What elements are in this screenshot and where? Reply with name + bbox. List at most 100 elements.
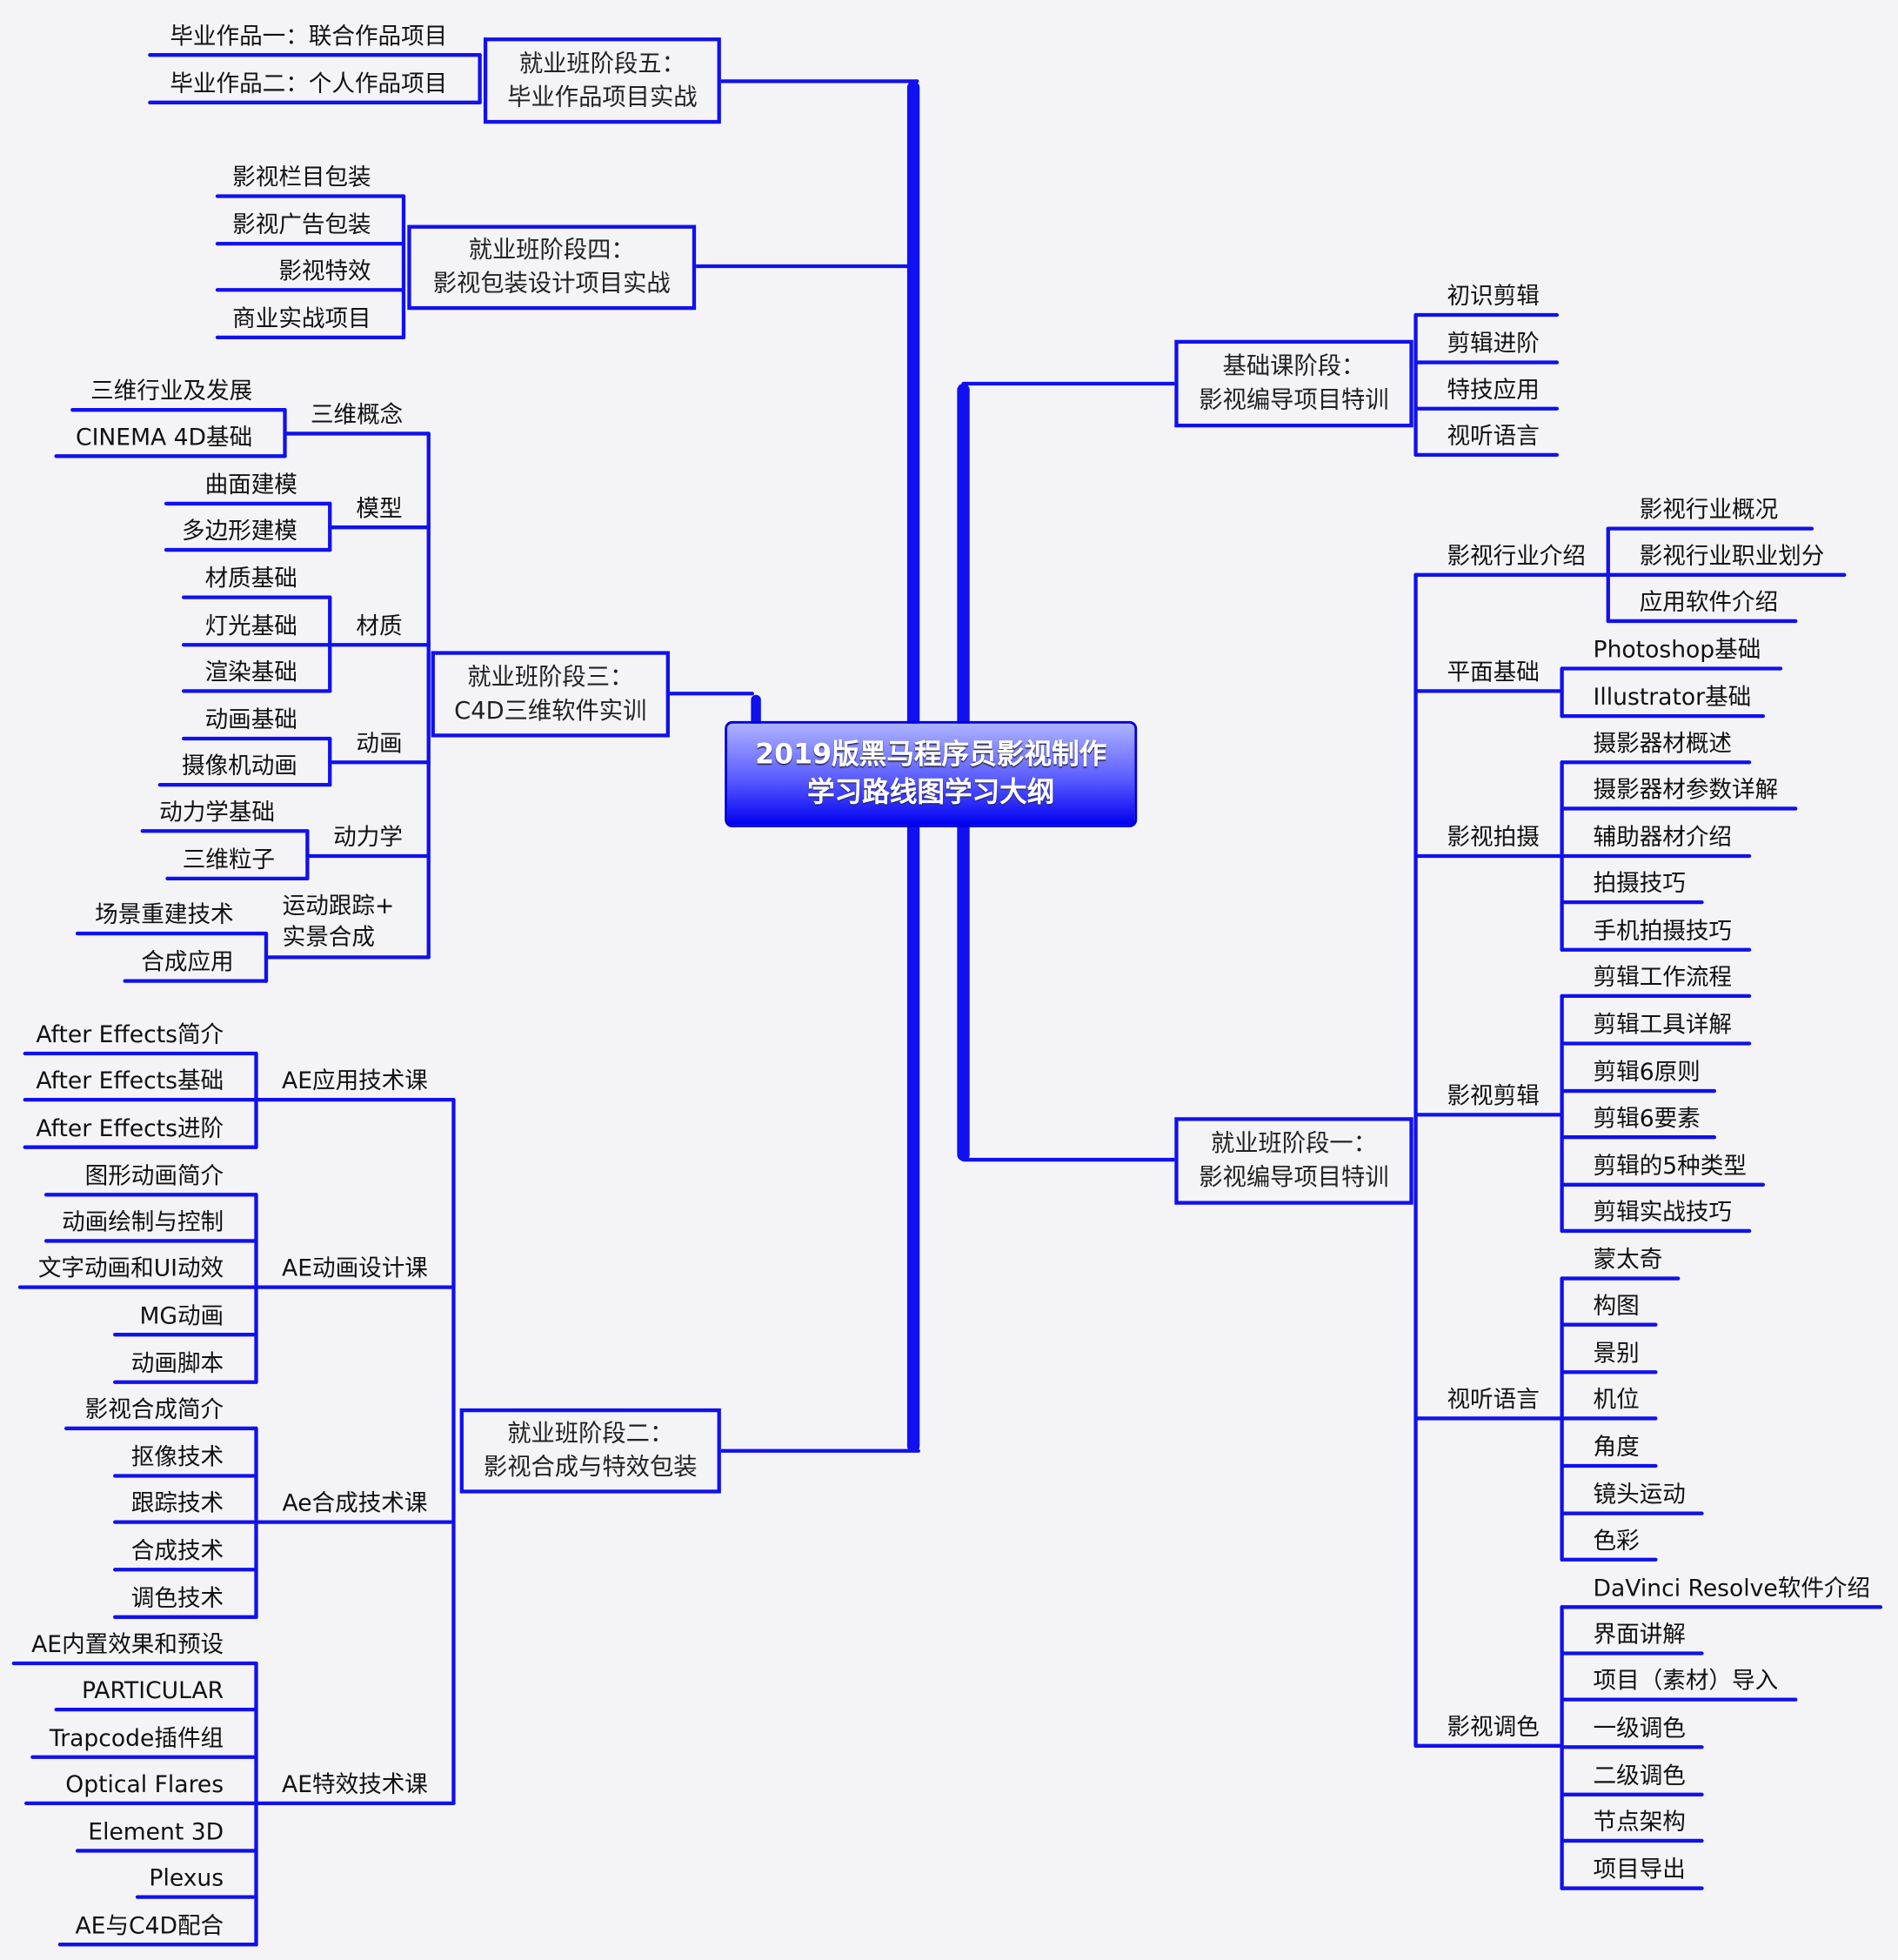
stage1-group-label[interactable]: 影视拍摄	[1447, 825, 1540, 852]
stage1-item[interactable]: 影视行业职业划分	[1639, 543, 1825, 571]
stage2-item[interactable]: After Effects基础	[36, 1068, 224, 1095]
stage2-item[interactable]: After Effects简介	[36, 1022, 224, 1049]
stage1-item[interactable]: 角度	[1593, 1435, 1640, 1462]
stage2-item[interactable]: AE与C4D配合	[75, 1913, 224, 1940]
stage1-item[interactable]: 节点架构	[1593, 1809, 1686, 1836]
stage1-item[interactable]: 剪辑6原则	[1593, 1060, 1701, 1087]
stage1-item[interactable]: 摄影器材概述	[1593, 731, 1733, 758]
stage1-item[interactable]: 剪辑工作流程	[1593, 964, 1733, 992]
stage1-item[interactable]: 手机拍摄技巧	[1593, 918, 1733, 945]
stage1-group-label[interactable]: 视听语言	[1447, 1387, 1540, 1414]
basics-node[interactable]: 基础课阶段：影视编导项目特训	[1174, 339, 1413, 428]
stage3-node[interactable]: 就业班阶段三：C4D三维软件实训	[431, 651, 670, 738]
stage2-group-label[interactable]: Ae合成技术课	[282, 1490, 428, 1517]
stage3-item[interactable]: 材质基础	[204, 565, 297, 592]
stage2-node[interactable]: 就业班阶段二：影视合成与特效包装	[459, 1408, 721, 1494]
stage2-item[interactable]: 文字动画和UI动效	[37, 1255, 224, 1282]
stage3-item[interactable]: 多边形建模	[181, 518, 297, 545]
stage2-group-label[interactable]: AE应用技术课	[282, 1068, 428, 1095]
stage1-item[interactable]: 机位	[1593, 1387, 1640, 1414]
stage1-item[interactable]: 色彩	[1593, 1528, 1640, 1555]
stage1-group-label[interactable]: 平面基础	[1447, 659, 1540, 686]
stage1-item[interactable]: 项目导出	[1593, 1856, 1686, 1883]
stage2-item[interactable]: PARTICULAR	[81, 1678, 224, 1705]
stage1-item[interactable]: DaVinci Resolve软件介绍	[1593, 1575, 1871, 1602]
stage5-node-title2: 毕业作品项目实战	[507, 83, 698, 111]
stage1-item[interactable]: Illustrator基础	[1593, 685, 1752, 712]
stage3-item[interactable]: 渲染基础	[204, 659, 297, 686]
stage3-item[interactable]: 三维粒子	[182, 846, 276, 874]
stage1-item[interactable]: 项目（素材）导入	[1593, 1668, 1779, 1695]
stage1-item[interactable]: 剪辑实战技巧	[1593, 1200, 1733, 1227]
stage1-item[interactable]: 蒙太奇	[1593, 1247, 1663, 1274]
stage1-item[interactable]: 拍摄技巧	[1593, 871, 1686, 898]
stage3-group-label[interactable]: 模型	[356, 496, 403, 523]
stage1-item[interactable]: 剪辑工具详解	[1593, 1012, 1733, 1039]
stage1-item[interactable]: 构图	[1593, 1293, 1640, 1320]
stage2-item[interactable]: 合成技术	[130, 1538, 224, 1565]
stage3-item[interactable]: 灯光基础	[204, 613, 297, 640]
stage1-group-label[interactable]: 影视调色	[1447, 1714, 1540, 1742]
stage4-item[interactable]: 影视特效	[278, 258, 371, 285]
stage4-item[interactable]: 影视广告包装	[232, 212, 371, 239]
central-topic[interactable]: 2019版黑马程序员影视制作 学习路线图学习大纲	[725, 720, 1138, 827]
stage1-node[interactable]: 就业班阶段一：影视编导项目特训	[1174, 1117, 1413, 1205]
stage1-item[interactable]: 界面讲解	[1593, 1622, 1686, 1649]
central-topic-line2: 学习路线图学习大纲	[806, 776, 1055, 808]
stage1-item[interactable]: 摄影器材参数详解	[1593, 777, 1779, 804]
stage5-item[interactable]: 毕业作品一：联合作品项目	[170, 23, 448, 50]
stage2-item[interactable]: Optical Flares	[65, 1771, 224, 1799]
stage3-item[interactable]: CINEMA 4D基础	[76, 425, 253, 452]
stage1-item[interactable]: 一级调色	[1593, 1716, 1686, 1743]
stage1-item[interactable]: 镜头运动	[1593, 1482, 1686, 1508]
stage2-item[interactable]: 动画绘制与控制	[62, 1209, 224, 1236]
stage2-item[interactable]: 图形动画简介	[84, 1163, 224, 1190]
stage2-item[interactable]: Trapcode插件组	[49, 1725, 224, 1752]
basics-item[interactable]: 视听语言	[1447, 423, 1540, 451]
basics-item[interactable]: 剪辑进阶	[1447, 331, 1540, 358]
stage4-node[interactable]: 就业班阶段四：影视包装设计项目实战	[407, 224, 697, 311]
stage3-group-label[interactable]: 材质	[356, 613, 403, 640]
stage3-group-label[interactable]: 运动跟踪+ 实景合成	[282, 893, 395, 952]
stage1-group-label[interactable]: 影视剪辑	[1447, 1083, 1540, 1110]
stage2-item[interactable]: 调色技术	[130, 1585, 224, 1613]
stage2-item[interactable]: MG动画	[139, 1303, 224, 1330]
stage1-item[interactable]: 影视行业概况	[1639, 497, 1779, 524]
stage1-item[interactable]: 二级调色	[1593, 1763, 1686, 1790]
stage1-item[interactable]: 剪辑的5种类型	[1593, 1153, 1747, 1181]
stage3-item[interactable]: 摄像机动画	[181, 753, 297, 780]
stage4-item[interactable]: 商业实战项目	[232, 305, 371, 333]
stage3-item[interactable]: 动力学基础	[159, 799, 276, 826]
stage2-item[interactable]: 动画脚本	[130, 1350, 224, 1378]
basics-item[interactable]: 特技应用	[1447, 377, 1540, 404]
stage2-item[interactable]: AE内置效果和预设	[31, 1632, 224, 1659]
stage3-item[interactable]: 三维行业及发展	[90, 378, 253, 405]
stage5-node[interactable]: 就业班阶段五：毕业作品项目实战	[483, 37, 721, 124]
stage2-item[interactable]: 跟踪技术	[130, 1490, 224, 1517]
stage3-item[interactable]: 合成应用	[141, 949, 234, 976]
stage3-item[interactable]: 动画基础	[204, 707, 297, 734]
stage5-item[interactable]: 毕业作品二：个人作品项目	[170, 70, 448, 98]
stage4-node-title1: 就业班阶段四：	[468, 236, 635, 264]
stage3-item[interactable]: 场景重建技术	[95, 902, 234, 929]
basics-item[interactable]: 初识剪辑	[1447, 284, 1540, 311]
stage2-item[interactable]: Element 3D	[88, 1819, 224, 1846]
stage3-item[interactable]: 曲面建模	[204, 472, 297, 499]
stage2-item[interactable]: 抠像技术	[130, 1444, 224, 1471]
stage1-item[interactable]: 辅助器材介绍	[1593, 825, 1733, 852]
stage1-item[interactable]: 景别	[1593, 1341, 1640, 1368]
stage3-group-label[interactable]: 动力学	[333, 825, 403, 852]
stage1-item[interactable]: 应用软件介绍	[1639, 590, 1779, 617]
stage2-item[interactable]: 影视合成简介	[84, 1397, 224, 1424]
stage4-item[interactable]: 影视栏目包装	[232, 164, 371, 191]
stage3-group-label[interactable]: 动画	[356, 731, 403, 758]
stage2-item[interactable]: Plexus	[149, 1865, 224, 1892]
stage2-group-label[interactable]: AE动画设计课	[282, 1255, 428, 1282]
stage2-group-label[interactable]: AE特效技术课	[282, 1771, 428, 1799]
stage2-item[interactable]: After Effects进阶	[36, 1115, 224, 1142]
stage1-item[interactable]: 剪辑6要素	[1593, 1106, 1701, 1133]
stage1-group-label[interactable]: 影视行业介绍	[1447, 543, 1586, 571]
stage3-group-label[interactable]: 三维概念	[310, 402, 404, 429]
stage1-item[interactable]: Photoshop基础	[1593, 637, 1761, 664]
